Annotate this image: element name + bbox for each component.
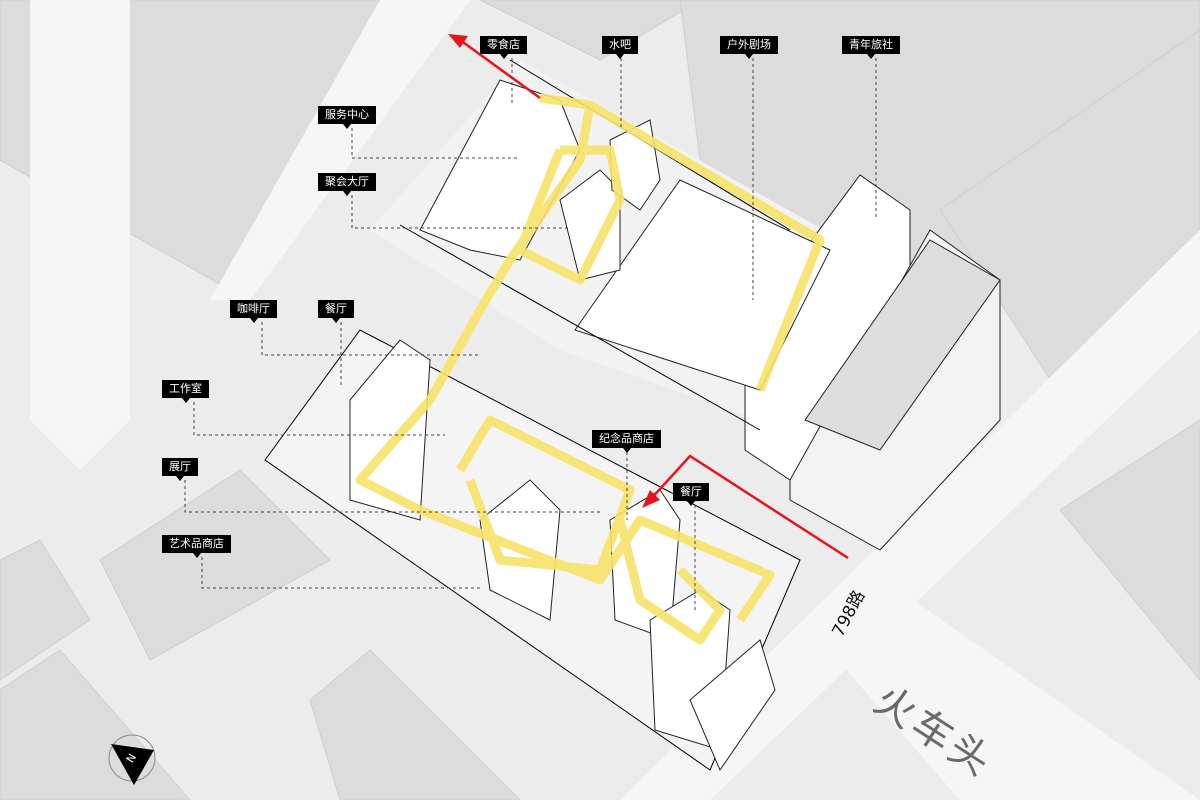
label-water-bar: 水吧 bbox=[602, 36, 638, 59]
label-restaurant: 餐厅 bbox=[318, 300, 354, 323]
north-compass-icon: N bbox=[108, 734, 156, 785]
label-party-hall: 聚会大厅 bbox=[318, 173, 376, 196]
arrow-head-icon bbox=[448, 34, 468, 48]
label-cafe: 咖啡厅 bbox=[230, 300, 277, 323]
leader-lines bbox=[184, 58, 877, 610]
label-outdoor-theater: 户外剧场 bbox=[720, 36, 778, 59]
site-wall bbox=[399, 224, 761, 431]
label-youth-hostel: 青年旅社 bbox=[842, 36, 900, 59]
circulation-path bbox=[355, 93, 825, 645]
entry-arrows bbox=[448, 34, 849, 560]
label-studio: 工作室 bbox=[162, 380, 209, 403]
label-snack-shop: 零食店 bbox=[480, 36, 527, 59]
label-exhibition-hall: 展厅 bbox=[162, 458, 198, 481]
label-souvenir-shop: 纪念品商店 bbox=[592, 430, 661, 453]
label-art-shop: 艺术品商店 bbox=[162, 535, 231, 558]
label-service-center: 服务中心 bbox=[318, 106, 376, 129]
label-restaurant-2: 餐厅 bbox=[673, 483, 709, 506]
arrow-head-icon bbox=[642, 490, 660, 508]
